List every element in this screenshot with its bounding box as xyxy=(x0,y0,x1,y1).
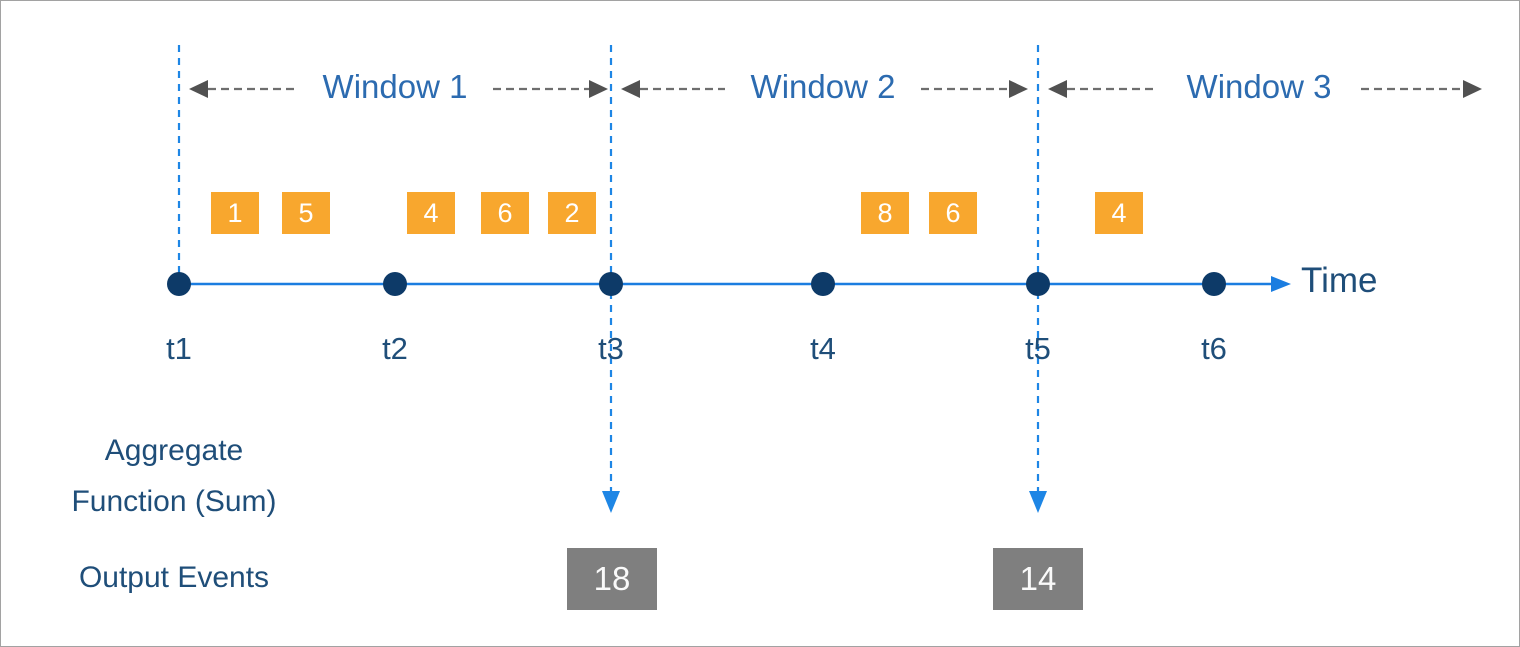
aggregate-function-label: Aggregate Function (Sum) xyxy=(71,434,277,518)
window3-right-arrowhead-icon xyxy=(1463,80,1482,98)
timeline-arrowhead-icon xyxy=(1271,276,1291,292)
tick-label-t6: t6 xyxy=(1201,331,1227,366)
event-box: 1 xyxy=(211,192,259,234)
window2-left-arrowhead-icon xyxy=(621,80,640,98)
window2-label: Window 2 xyxy=(750,68,896,105)
output-box-t3: 18 xyxy=(567,548,657,610)
tick-label-t1: t1 xyxy=(166,331,192,366)
tick-label-t2: t2 xyxy=(382,331,408,366)
output-arrowhead-t5-icon xyxy=(1029,491,1047,513)
event-box: 4 xyxy=(407,192,455,234)
output-events-label: Output Events xyxy=(78,561,270,594)
window1-label: Window 1 xyxy=(322,68,468,105)
window3-label: Window 3 xyxy=(1186,68,1332,105)
tick-dot-t4 xyxy=(811,272,835,296)
tick-label-t3: t3 xyxy=(598,331,624,366)
tick-dot-t3 xyxy=(599,272,623,296)
tick-dot-t5 xyxy=(1026,272,1050,296)
output-arrowhead-t3-icon xyxy=(602,491,620,513)
window3-left-arrowhead-icon xyxy=(1048,80,1067,98)
tick-label-t4: t4 xyxy=(810,331,836,366)
event-box: 6 xyxy=(929,192,977,234)
event-box: 2 xyxy=(548,192,596,234)
window2-right-arrowhead-icon xyxy=(1009,80,1028,98)
window1-left-arrowhead-icon xyxy=(189,80,208,98)
event-box: 6 xyxy=(481,192,529,234)
window1-right-arrowhead-icon xyxy=(589,80,608,98)
tick-dot-t6 xyxy=(1202,272,1226,296)
time-axis-label: Time xyxy=(1301,261,1378,300)
event-box: 5 xyxy=(282,192,330,234)
tick-label-t5: t5 xyxy=(1025,331,1051,366)
event-box: 4 xyxy=(1095,192,1143,234)
tick-dot-t1 xyxy=(167,272,191,296)
event-box: 8 xyxy=(861,192,909,234)
output-box-t5: 14 xyxy=(993,548,1083,610)
tick-dot-t2 xyxy=(383,272,407,296)
